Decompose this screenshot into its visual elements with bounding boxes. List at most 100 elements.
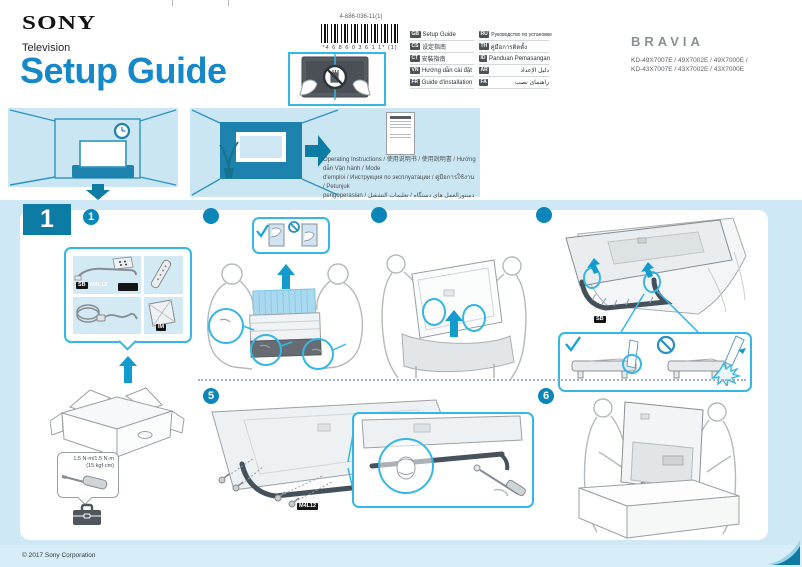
step-badge-6: 6: [538, 388, 554, 404]
power-cord-illustration: [76, 303, 138, 323]
accessory-stand-and-screws: SB M4L12: [73, 256, 141, 294]
accessories-callout: SB M4L12: [64, 247, 192, 351]
lang-label: Hướng dẫn cài đặt: [421, 67, 472, 74]
step4-attach-stand-figure: SB: [548, 208, 753, 393]
docs-text-line: d'emploi / Инструкция по эксплуатации / …: [323, 175, 475, 190]
lang-label: راهنمای نصب: [515, 80, 549, 86]
lang-code: TH: [479, 43, 489, 50]
lang-label: Panduan Pemasangan: [489, 55, 551, 62]
sony-logo: SONY: [22, 12, 97, 34]
lang-label: Руководство по установке: [491, 31, 552, 38]
torque-note-callout: 1.5 N·m/1.5 N·m (15 kgf·cm): [57, 452, 119, 506]
lang-code: FR: [410, 79, 420, 86]
batteries-label: [118, 283, 138, 291]
lang-label: 安裝指南: [421, 57, 446, 63]
step4-tv-facedown-illustration: [565, 217, 747, 332]
step5-screw-stand-figure: M4L12: [198, 398, 534, 523]
footer-bar: © 2017 Sony Corporation: [0, 545, 802, 567]
lang-label: คู่มือการติดตั้ง: [490, 44, 528, 51]
page-turn-corner: [768, 540, 800, 565]
accessory-remote: [144, 256, 183, 294]
step5-zoom-callout: [352, 412, 534, 508]
lang-label: Guide d'installation: [421, 79, 473, 86]
arrow-right-icon: [305, 135, 331, 167]
product-type-label: Television: [22, 42, 71, 54]
sb-label: SB: [76, 282, 88, 289]
lang-code: CS: [410, 43, 420, 50]
m4l12-label: M4L12: [90, 282, 108, 288]
section-number-box: 1: [23, 204, 71, 235]
hold-and-screw-illustration: [361, 415, 526, 497]
room-placement-figure: [8, 108, 178, 187]
model-line: KD-43X7007E / 43X7002E / 43X7000E: [631, 66, 745, 73]
grip-ok-no-figure: [256, 221, 318, 247]
torque-text: 1.5 N·m/1.5 N·m (15 kgf·cm): [73, 456, 114, 470]
lang-code: VN: [410, 67, 420, 74]
copyright-text: © 2017 Sony Corporation: [22, 552, 96, 559]
accessory-manuals: IM: [144, 296, 183, 334]
lang-code: GB: [410, 31, 421, 38]
step-badge-2: [203, 208, 219, 224]
step-badge-1: 1: [83, 209, 99, 225]
stand-insert-ok-no-callout: [558, 332, 752, 392]
open-box-illustration: [50, 387, 185, 458]
step6-place-on-cabinet-illustration: [578, 398, 740, 539]
wall-mount-room-illustration: [191, 109, 339, 196]
do-not-press-screen-figure: [288, 52, 386, 106]
im-label: IM: [156, 323, 167, 331]
lang-label: Setup Guide: [422, 31, 456, 38]
lang-label: دليل الإعداد: [520, 68, 549, 74]
lang-code: RU: [479, 31, 490, 38]
language-row: FA راهنمای نصب: [479, 77, 549, 89]
barcode-digits: *4 6 8 6 0 3 6 1 1* (1): [322, 45, 398, 51]
torque-line: (15 kgf·cm): [86, 463, 114, 469]
crop-mark: [172, 0, 173, 7]
part-number: 4-686-036-11(1): [339, 14, 383, 20]
page-title: Setup Guide: [20, 50, 227, 91]
operating-instructions-text: Operating Instructions / 使用说明书 / 使用說明書 /…: [323, 156, 477, 201]
torque-line: 1.5 N·m/1.5 N·m: [73, 456, 114, 462]
no-touch-screen-icon: [299, 54, 371, 100]
stand-bracket-illustration: [74, 256, 137, 281]
bravia-logo: BRAVIA: [631, 34, 704, 49]
crop-mark: [228, 0, 229, 7]
step-badge-5: 5: [203, 388, 219, 404]
barcode: [321, 24, 399, 43]
docs-text-line: pengoperasian / دستورالعمل های دستگاه / …: [323, 193, 475, 199]
step-badge-3: [371, 207, 387, 223]
docs-text-line: Operating Instructions / 使用说明书 / 使用說明書 /…: [323, 157, 476, 172]
step3-lift-tv-illustration: [381, 254, 527, 381]
grip-correct-wrong-callout: [252, 217, 330, 254]
lang-code: ID: [479, 55, 487, 62]
step2-lift-from-box-illustration: [207, 263, 363, 370]
lang-label: 设定指南: [421, 45, 446, 51]
arrow-down-icon: [86, 184, 110, 200]
screwdriver-icon: [62, 475, 108, 490]
lang-code: AR: [479, 67, 490, 74]
sb-label-step4: SB: [594, 316, 606, 323]
living-room-illustration: [9, 109, 177, 186]
operating-instructions-figure: Operating Instructions / 使用说明书 / 使用說明書 /…: [190, 108, 480, 199]
m4l12-label-step5: M4L12: [297, 503, 319, 510]
toolbox-icon: [73, 503, 101, 525]
accessory-cables: [73, 296, 141, 334]
arrow-up-icon: [119, 356, 137, 383]
language-row: AR دليل الإعداد: [479, 65, 549, 77]
manual-booklet-illustration: [386, 112, 415, 155]
lang-code: CT: [410, 55, 420, 62]
model-numbers: KD-49X7007E / 49X7002E / 49X7000E / KD-4…: [631, 56, 748, 74]
steps-divider: [198, 379, 746, 381]
remote-control-illustration: [150, 259, 172, 289]
lang-code: FA: [479, 79, 489, 86]
step-badge-4: [536, 207, 552, 223]
